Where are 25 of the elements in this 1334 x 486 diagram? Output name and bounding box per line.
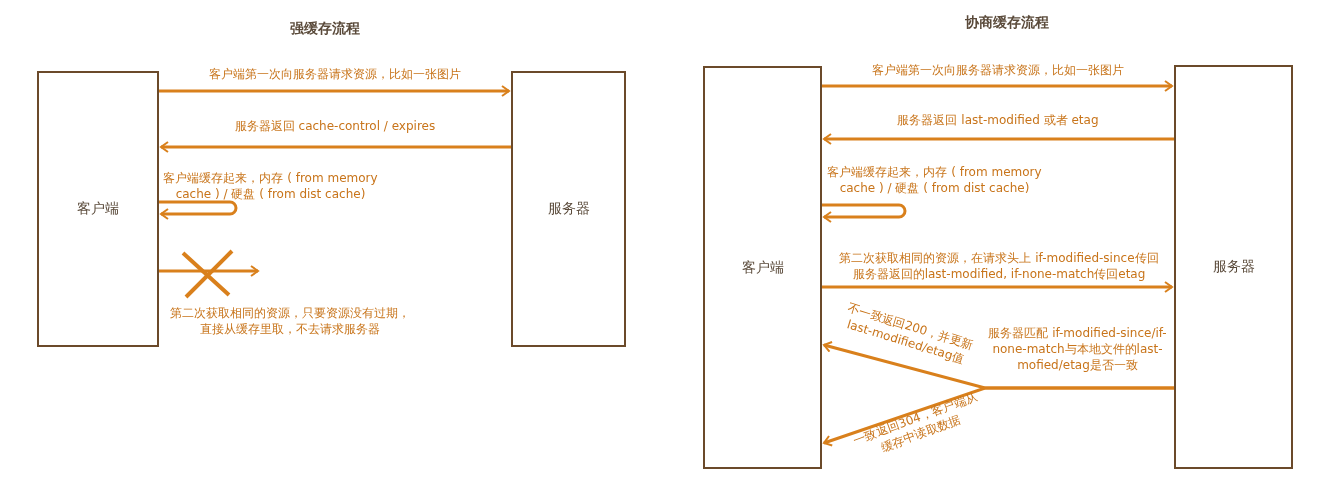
arrow [822,203,907,223]
edge-label: 第二次获取相同的资源，只要资源没有过期，直接从缓存里取，不去请求服务器 [169,305,411,337]
edge-label: 一致返回304，客户端从缓存中读取数据 [850,388,981,457]
edge-label: 客户端缓存起来，内存 ( from memory cache ) / 硬盘 ( from dist cache) [162,170,379,202]
note-text: 服务器匹配 if-modified-since/if-none-match与本地文件的last-mofied/etag是否一致 [987,325,1168,373]
arrow [823,133,1174,145]
participant-box: 客户端 [703,66,822,469]
arrow [822,80,1173,92]
participant-box: 客户端 [37,71,159,347]
participant-box: 服务器 [1174,65,1293,469]
edge-label: 客户端第一次向服务器请求资源，比如一张图片 [208,66,462,82]
edge-label: 客户端缓存起来，内存 ( from memory cache ) / 硬盘 ( from dist cache) [826,164,1043,196]
arrow [823,386,1174,447]
edge-label: 服务器返回 last-modified 或者 etag [896,112,1100,128]
edge-label: 服务器返回 cache-control / expires [233,118,437,134]
arrow [822,281,1173,293]
arrow [159,85,510,97]
arrow [160,141,511,153]
edge-label: 客户端第一次向服务器请求资源，比如一张图片 [871,62,1125,78]
arrow [159,200,238,220]
arrow [159,265,259,277]
section-title: 强缓存流程 [290,20,360,38]
edge-label: 第二次获取相同的资源，在请求头上 if-modified-since传回服务器返回的last-modified, if-none-match传回etag [838,250,1160,282]
section-title: 协商缓存流程 [965,14,1049,32]
participant-box: 服务器 [511,71,626,347]
